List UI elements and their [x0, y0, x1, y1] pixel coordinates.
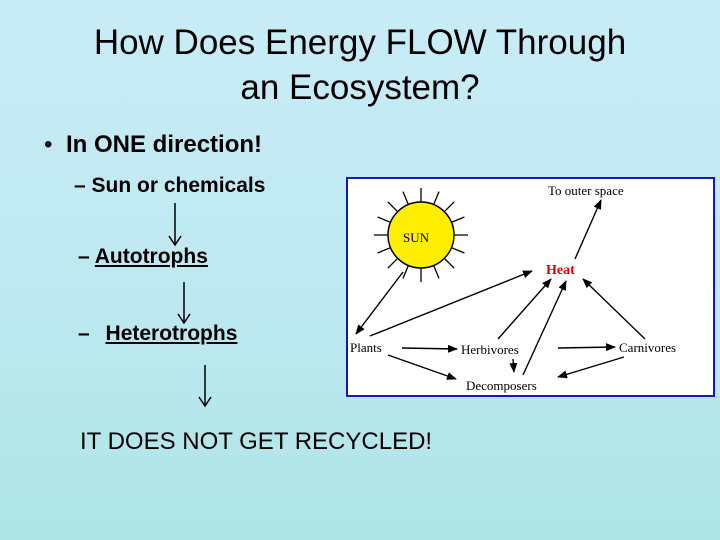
decomposers-label: Decomposers: [466, 378, 537, 393]
main-bullet-text: In ONE direction!: [66, 131, 263, 158]
arrow-herbivores-to-heat: [497, 278, 552, 340]
sub-dash: –: [78, 322, 90, 345]
slide-title-line-2: an Ecosystem?: [240, 68, 480, 107]
arrow-plants-to-herbivores: [401, 344, 458, 353]
sub-item-sun-or-chemicals: – Sun or chemicals: [74, 174, 265, 198]
sub-dash: –: [78, 245, 90, 268]
energy-flow-svg: SUN To outer space Heat Plants Herbivore…: [350, 183, 676, 393]
arrow-decomposers-to-heat: [522, 280, 567, 376]
carnivores-label: Carnivores: [619, 340, 676, 355]
flow-arrows: [355, 199, 646, 380]
sun-label: SUN: [403, 230, 430, 245]
plants-label: Plants: [350, 340, 382, 355]
sub-item-text: Autotrophs: [94, 245, 208, 268]
sub-item-text: Sun or chemicals: [91, 174, 266, 197]
down-arrow-3: [198, 365, 212, 408]
down-arrow-1: [168, 203, 182, 247]
arrow-herbivores-to-carnivores: [557, 343, 616, 352]
arrow-carnivores-to-decomposers: [557, 356, 625, 379]
main-bullet: • In ONE direction!: [44, 131, 262, 159]
sub-dash: –: [74, 174, 86, 197]
sub-item-text: Heterotrophs: [105, 322, 238, 345]
outer-space-label: To outer space: [548, 183, 624, 198]
sub-item-autotrophs: – Autotrophs: [78, 245, 208, 269]
sun-icon: [374, 188, 468, 282]
not-recycled-statement: IT DOES NOT GET RECYCLED!: [80, 428, 433, 455]
arrow-heat-to-outer-space: [574, 199, 602, 260]
arrow-carnivores-to-heat: [582, 278, 646, 340]
arrow-plants-to-decomposers: [387, 354, 457, 380]
bullet-dot: •: [44, 131, 53, 158]
down-arrow-2: [177, 282, 191, 325]
arrow-sun-to-plants: [355, 271, 404, 335]
heat-label: Heat: [546, 263, 575, 278]
slide-title: How Does Energy FLOW Through an Ecosyste…: [0, 20, 720, 110]
arrow-plants-to-heat: [369, 270, 533, 337]
arrow-herbivores-to-decomposers: [509, 358, 518, 373]
herbivores-label: Herbivores: [461, 342, 519, 357]
sub-item-heterotrophs: – Heterotrophs: [78, 322, 237, 346]
slide-title-line-1: How Does Energy FLOW Through: [93, 23, 627, 62]
energy-flow-diagram: SUN To outer space Heat Plants Herbivore…: [346, 177, 715, 397]
